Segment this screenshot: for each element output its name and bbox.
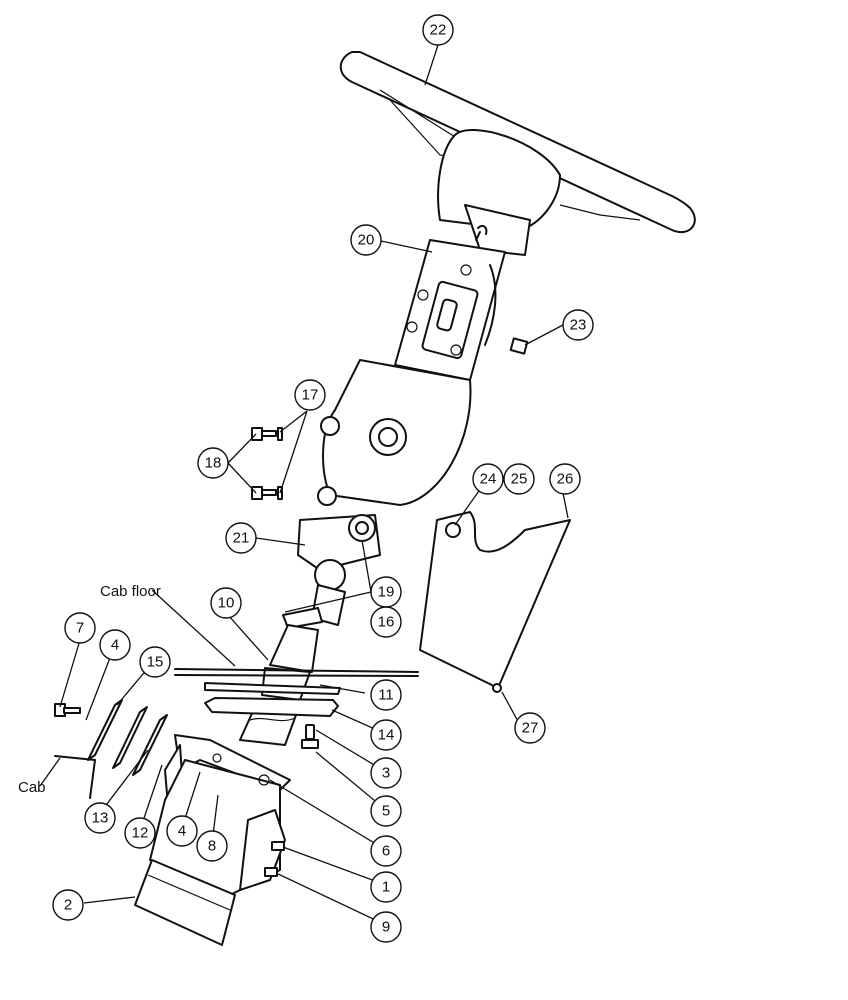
svg-text:24: 24 bbox=[480, 471, 497, 488]
universal-joint bbox=[282, 514, 381, 629]
svg-text:23: 23 bbox=[570, 317, 587, 334]
bolt-7 bbox=[54, 703, 81, 717]
svg-text:19: 19 bbox=[378, 584, 395, 601]
svg-text:25: 25 bbox=[511, 471, 528, 488]
svg-text:21: 21 bbox=[233, 530, 250, 547]
svg-text:3: 3 bbox=[382, 765, 390, 782]
callout-12: 12 bbox=[124, 817, 156, 849]
floor-seal-plates bbox=[204, 682, 341, 717]
callout-1: 1 bbox=[370, 871, 402, 903]
cab-floor-label: Cab floor bbox=[100, 583, 161, 600]
steering-column-upper-housing bbox=[394, 204, 531, 381]
bolt-18-lower bbox=[251, 486, 283, 500]
svg-text:8: 8 bbox=[208, 838, 216, 855]
cab-line bbox=[54, 755, 96, 799]
callout-2: 2 bbox=[52, 889, 84, 921]
callout-13: 13 bbox=[84, 802, 116, 834]
svg-text:15: 15 bbox=[147, 654, 164, 671]
callout-25: 25 bbox=[503, 463, 535, 495]
svg-text:26: 26 bbox=[557, 471, 574, 488]
steering-column-tilt-body bbox=[317, 359, 472, 506]
guard-plate bbox=[419, 511, 571, 693]
svg-text:5: 5 bbox=[382, 803, 390, 820]
callout-19: 19 bbox=[370, 576, 402, 608]
svg-text:11: 11 bbox=[378, 687, 394, 704]
callout-22: 22 bbox=[422, 14, 454, 46]
callout-16: 16 bbox=[370, 606, 402, 638]
callout-6: 6 bbox=[370, 835, 402, 867]
svg-text:17: 17 bbox=[302, 387, 319, 404]
callout-9: 9 bbox=[370, 911, 402, 943]
svg-text:12: 12 bbox=[132, 825, 149, 842]
callout-18: 18 bbox=[197, 447, 229, 479]
svg-text:2: 2 bbox=[64, 897, 72, 914]
svg-text:16: 16 bbox=[378, 614, 395, 631]
steering-wheel bbox=[339, 51, 696, 233]
callout-27: 27 bbox=[514, 712, 546, 744]
callout-17: 17 bbox=[294, 379, 326, 411]
callout-20: 20 bbox=[350, 224, 382, 256]
callout-14: 14 bbox=[370, 719, 402, 751]
svg-text:22: 22 bbox=[430, 22, 447, 39]
callout-23: 23 bbox=[562, 309, 594, 341]
nut-23 bbox=[509, 337, 529, 355]
svg-text:13: 13 bbox=[92, 810, 109, 827]
svg-text:27: 27 bbox=[522, 720, 539, 737]
bolt-18-upper bbox=[251, 427, 283, 441]
svg-text:6: 6 bbox=[382, 843, 390, 860]
callout-15: 15 bbox=[139, 646, 171, 678]
bolt-3-5 bbox=[301, 724, 319, 749]
cab-label: Cab bbox=[18, 779, 46, 796]
callout-7: 7 bbox=[64, 612, 96, 644]
callout-10: 10 bbox=[210, 587, 242, 619]
shim-washers bbox=[87, 699, 168, 776]
callout-4-lower: 4 bbox=[166, 815, 198, 847]
svg-text:9: 9 bbox=[382, 919, 390, 936]
svg-text:20: 20 bbox=[358, 232, 375, 249]
callout-11: 11 bbox=[370, 679, 402, 711]
callout-24: 24 bbox=[472, 463, 504, 495]
cab-floor bbox=[174, 668, 419, 677]
svg-text:4: 4 bbox=[178, 823, 186, 840]
nuts-1-9 bbox=[264, 841, 285, 877]
callout-26: 26 bbox=[549, 463, 581, 495]
svg-text:1: 1 bbox=[382, 879, 390, 896]
callout-4-upper: 4 bbox=[99, 629, 131, 661]
svg-text:18: 18 bbox=[205, 455, 222, 472]
steering-gear-box bbox=[134, 753, 286, 946]
callout-3: 3 bbox=[370, 757, 402, 789]
callout-5: 5 bbox=[370, 795, 402, 827]
svg-text:4: 4 bbox=[111, 637, 119, 654]
svg-text:10: 10 bbox=[218, 595, 235, 612]
svg-text:14: 14 bbox=[378, 727, 395, 744]
callout-21: 21 bbox=[225, 522, 257, 554]
svg-text:7: 7 bbox=[76, 620, 84, 637]
callout-8: 8 bbox=[196, 830, 228, 862]
